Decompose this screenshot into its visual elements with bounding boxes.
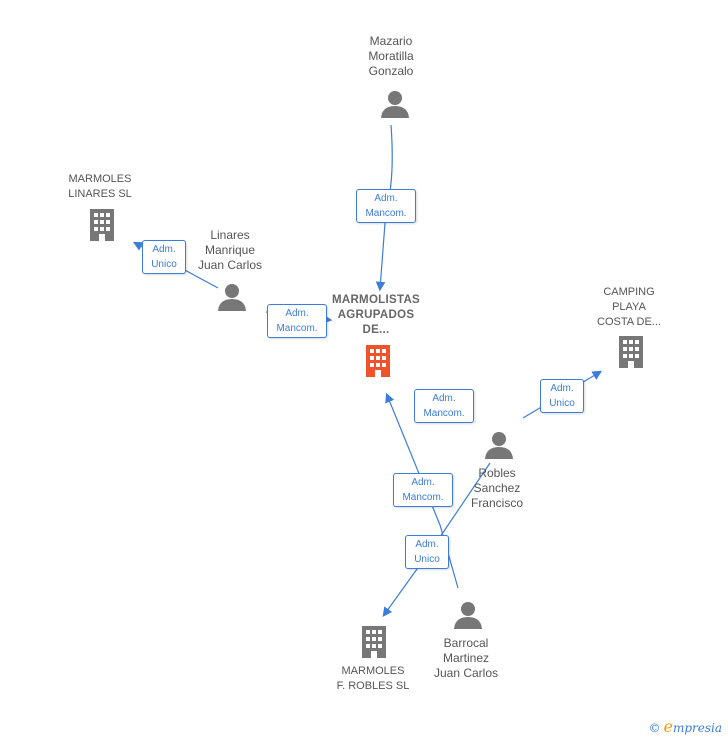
node-label-camping: CAMPING PLAYA COSTA DE... [597,286,661,328]
brand-initial: e [663,717,673,736]
node-label-marmoles-linares: MARMOLES LINARES SL [68,173,132,200]
brand-watermark: ©empresia [648,717,722,736]
building-icon[interactable] [615,334,647,370]
brand-name: mpresia [672,721,722,735]
person-icon[interactable] [484,430,514,460]
edge-label-e7[interactable]: Adm. Unico [405,535,449,569]
edge-label-e1[interactable]: Adm. Mancom. [356,189,416,223]
node-label-marmoles-robles: MARMOLES F. ROBLES SL [336,665,410,692]
edge-label-e2[interactable]: Adm. Unico [142,240,186,274]
person-icon[interactable] [217,282,247,312]
edge-barrocal-marmolistas [385,392,459,589]
node-label-barrocal: Barrocal Martinez Juan Carlos [433,636,499,680]
edge-label-e5[interactable]: Adm. Unico [540,379,584,413]
building-icon[interactable] [362,343,394,379]
edge-label-e6[interactable]: Adm. Mancom. [393,473,453,507]
copyright-symbol: © [648,721,661,735]
edge-label-e3[interactable]: Adm. Mancom. [267,304,327,338]
building-icon[interactable] [358,624,390,660]
building-icon[interactable] [86,207,118,243]
node-label-linares-manrique: Linares Manrique Juan Carlos [197,228,263,272]
person-icon[interactable] [453,600,483,630]
edge-label-e4[interactable]: Adm. Mancom. [414,389,474,423]
node-label-robles: Robles Sanchez Francisco [470,466,523,510]
person-icon[interactable] [380,89,410,119]
node-label-mazario: Mazario Moratilla Gonzalo [368,34,414,78]
node-label-marmolistas: MARMOLISTAS AGRUPADOS DE... [331,294,421,336]
